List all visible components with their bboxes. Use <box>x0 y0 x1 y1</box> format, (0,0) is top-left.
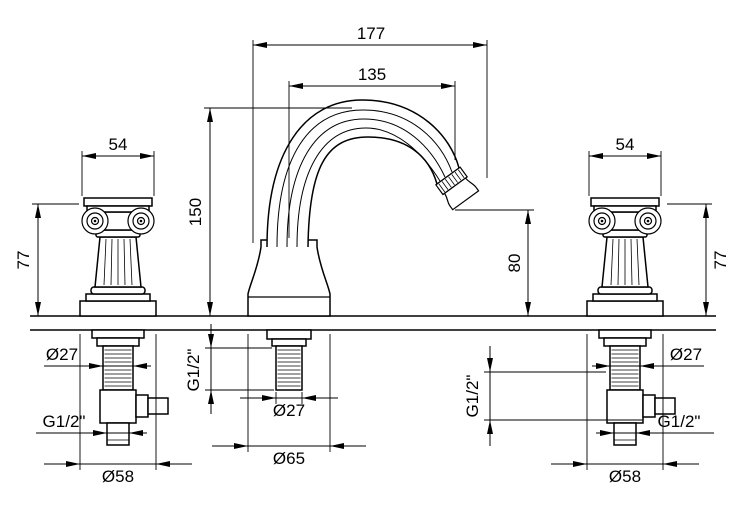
dim-thread-right-g12: G1/2" <box>596 412 714 436</box>
spout-base <box>247 239 331 317</box>
dim-overall-reach-177: 177 <box>252 24 488 243</box>
dim-shank-dia-left-27: Ø27 <box>44 345 151 369</box>
dim-label-77-left: 77 <box>14 251 33 270</box>
dim-label-g12-right-valve: G1/2" <box>463 375 482 418</box>
dim-label-dia27-right: Ø27 <box>670 345 702 364</box>
dim-label-dia27-center: Ø27 <box>273 401 305 420</box>
mounting-deck <box>30 315 716 331</box>
dim-label-dia58-left: Ø58 <box>102 467 134 486</box>
left-handle <box>79 197 157 317</box>
dim-shank-dia-center-27: Ø27 <box>240 392 338 420</box>
dim-handle-height-right-77: 77 <box>667 203 730 316</box>
spout <box>247 99 480 317</box>
dim-label-150: 150 <box>186 198 205 226</box>
dim-label-54-left: 54 <box>109 135 128 154</box>
dim-base-dia-left-58: Ø58 <box>44 334 192 486</box>
dim-handle-width-left-54: 54 <box>81 135 155 196</box>
dim-label-135: 135 <box>358 65 386 84</box>
dim-outlet-height-80: 80 <box>455 209 534 316</box>
left-handle-undermount <box>91 329 169 446</box>
spout-undermount <box>266 329 312 391</box>
dim-label-dia58-right: Ø58 <box>609 467 641 486</box>
dim-label-80: 80 <box>505 254 524 273</box>
dim-base-dia-right-58: Ø58 <box>551 334 699 486</box>
dim-handle-height-left-77: 77 <box>14 203 79 316</box>
dim-label-dia65: Ø65 <box>273 449 305 468</box>
dim-label-g12-left: G1/2" <box>43 412 86 431</box>
aerator <box>435 166 480 211</box>
dim-label-g12-right: G1/2" <box>658 412 701 431</box>
dim-label-g12-spout-shank: G1/2" <box>184 349 203 392</box>
dim-thread-right-valve-g12: G1/2" <box>463 346 643 446</box>
dim-base-dia-center-65: Ø65 <box>212 334 366 468</box>
dim-label-54-right: 54 <box>616 135 635 154</box>
dim-label-77-right: 77 <box>711 251 730 270</box>
dim-thread-spout-shank-g12: G1/2" <box>184 324 274 414</box>
dim-spout-height-150: 150 <box>186 107 352 316</box>
dim-spout-reach-135: 135 <box>288 65 456 238</box>
dim-label-dia27-left: Ø27 <box>46 345 78 364</box>
dim-shank-dia-right-27: Ø27 <box>592 345 704 369</box>
dim-handle-width-right-54: 54 <box>588 135 662 196</box>
dim-thread-left-g12: G1/2" <box>36 412 147 436</box>
right-handle <box>586 197 664 317</box>
dim-label-177: 177 <box>357 24 385 43</box>
